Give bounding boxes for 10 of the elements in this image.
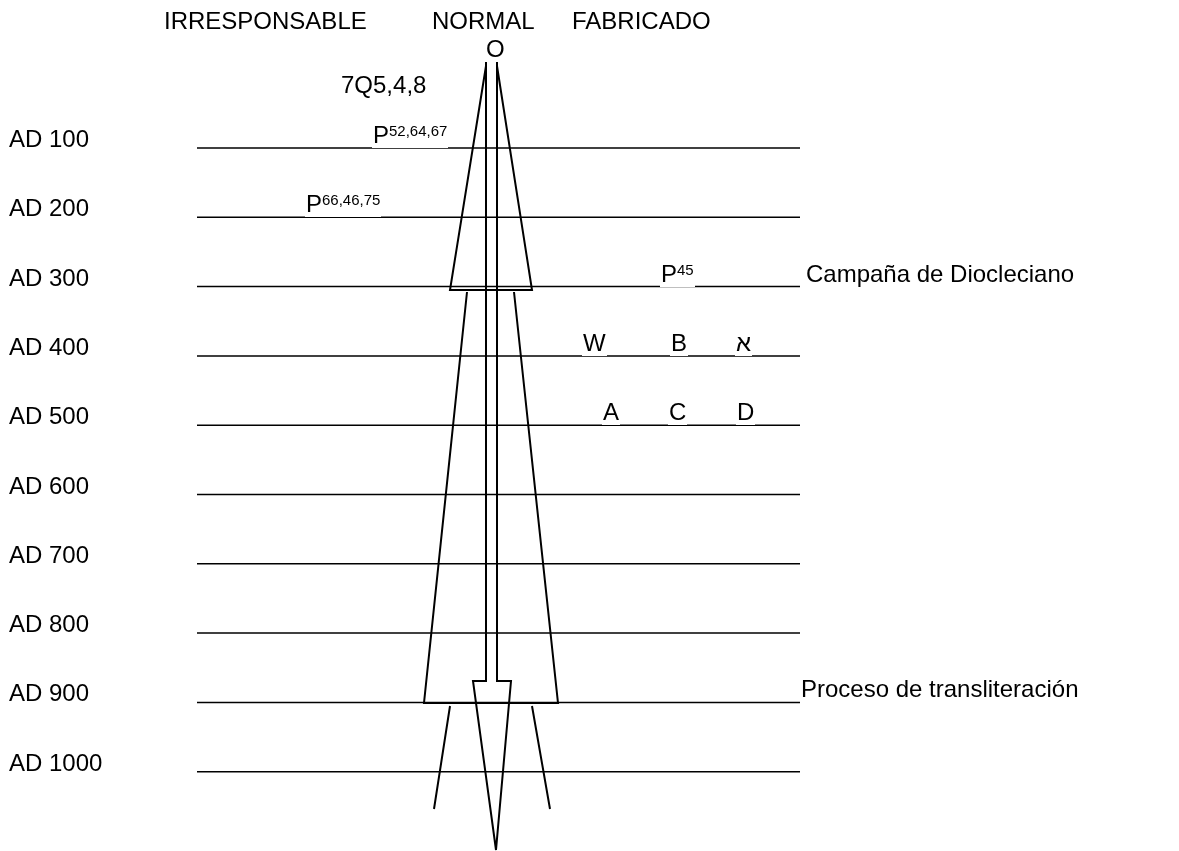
year-label: AD 900 [8,680,91,707]
year-label: AD 500 [8,403,91,430]
year-label: AD 600 [8,472,91,499]
year-label: AD 800 [8,611,91,638]
year-label: AD 200 [8,195,91,222]
year-label: AD 1000 [8,749,104,776]
year-label: AD 100 [8,126,91,152]
year-label: AD 700 [8,541,91,568]
year-label: AD 400 [8,333,91,360]
year-label: AD 300 [8,264,91,291]
